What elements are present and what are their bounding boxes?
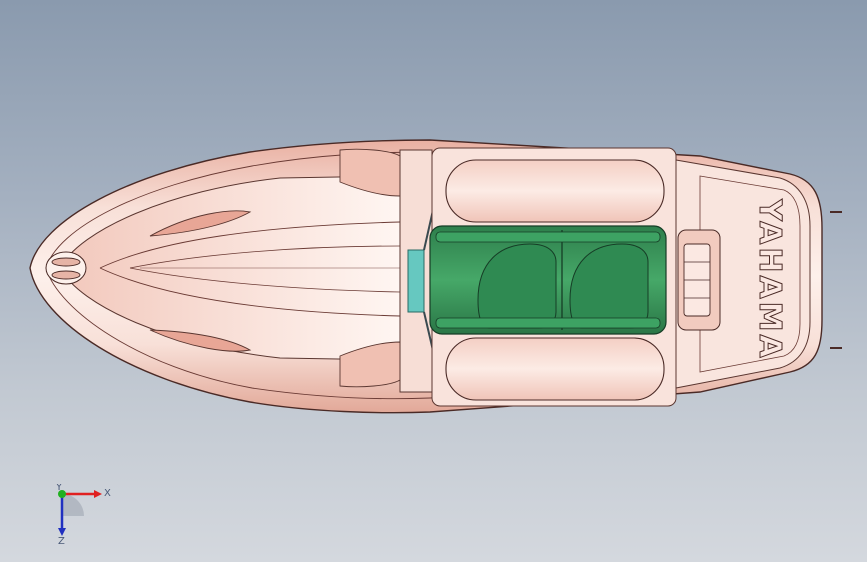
bow-hatch[interactable] [45,251,87,285]
side-cushion-top[interactable] [445,159,665,223]
stern-platform-outline [699,175,801,373]
bow-v-inner-top [129,245,401,269]
seat-backrest-top [435,231,661,243]
x-axis-arrow [94,490,102,498]
y-axis-label: Y [55,484,63,493]
bow-v-line-bottom [99,267,401,317]
brand-lettering: YAHAMA [752,198,787,360]
z-axis-arrow [58,528,66,536]
bow-scoop-bottom [149,329,252,352]
side-cushion-bottom[interactable] [445,337,665,401]
bow-v-line-top [99,221,401,269]
windshield-glass[interactable] [407,249,425,313]
triad-shadow [62,494,84,516]
z-axis-label: Z [58,536,65,546]
stern-deck [675,159,811,389]
bow-scoop-top [149,210,252,237]
y-axis-dot [58,490,66,498]
x-axis-label: X [104,488,111,499]
bow-v-inner-bottom [129,267,401,293]
seat-backrest-bottom [435,317,661,329]
axis-triad[interactable]: X Y Z [44,484,114,546]
